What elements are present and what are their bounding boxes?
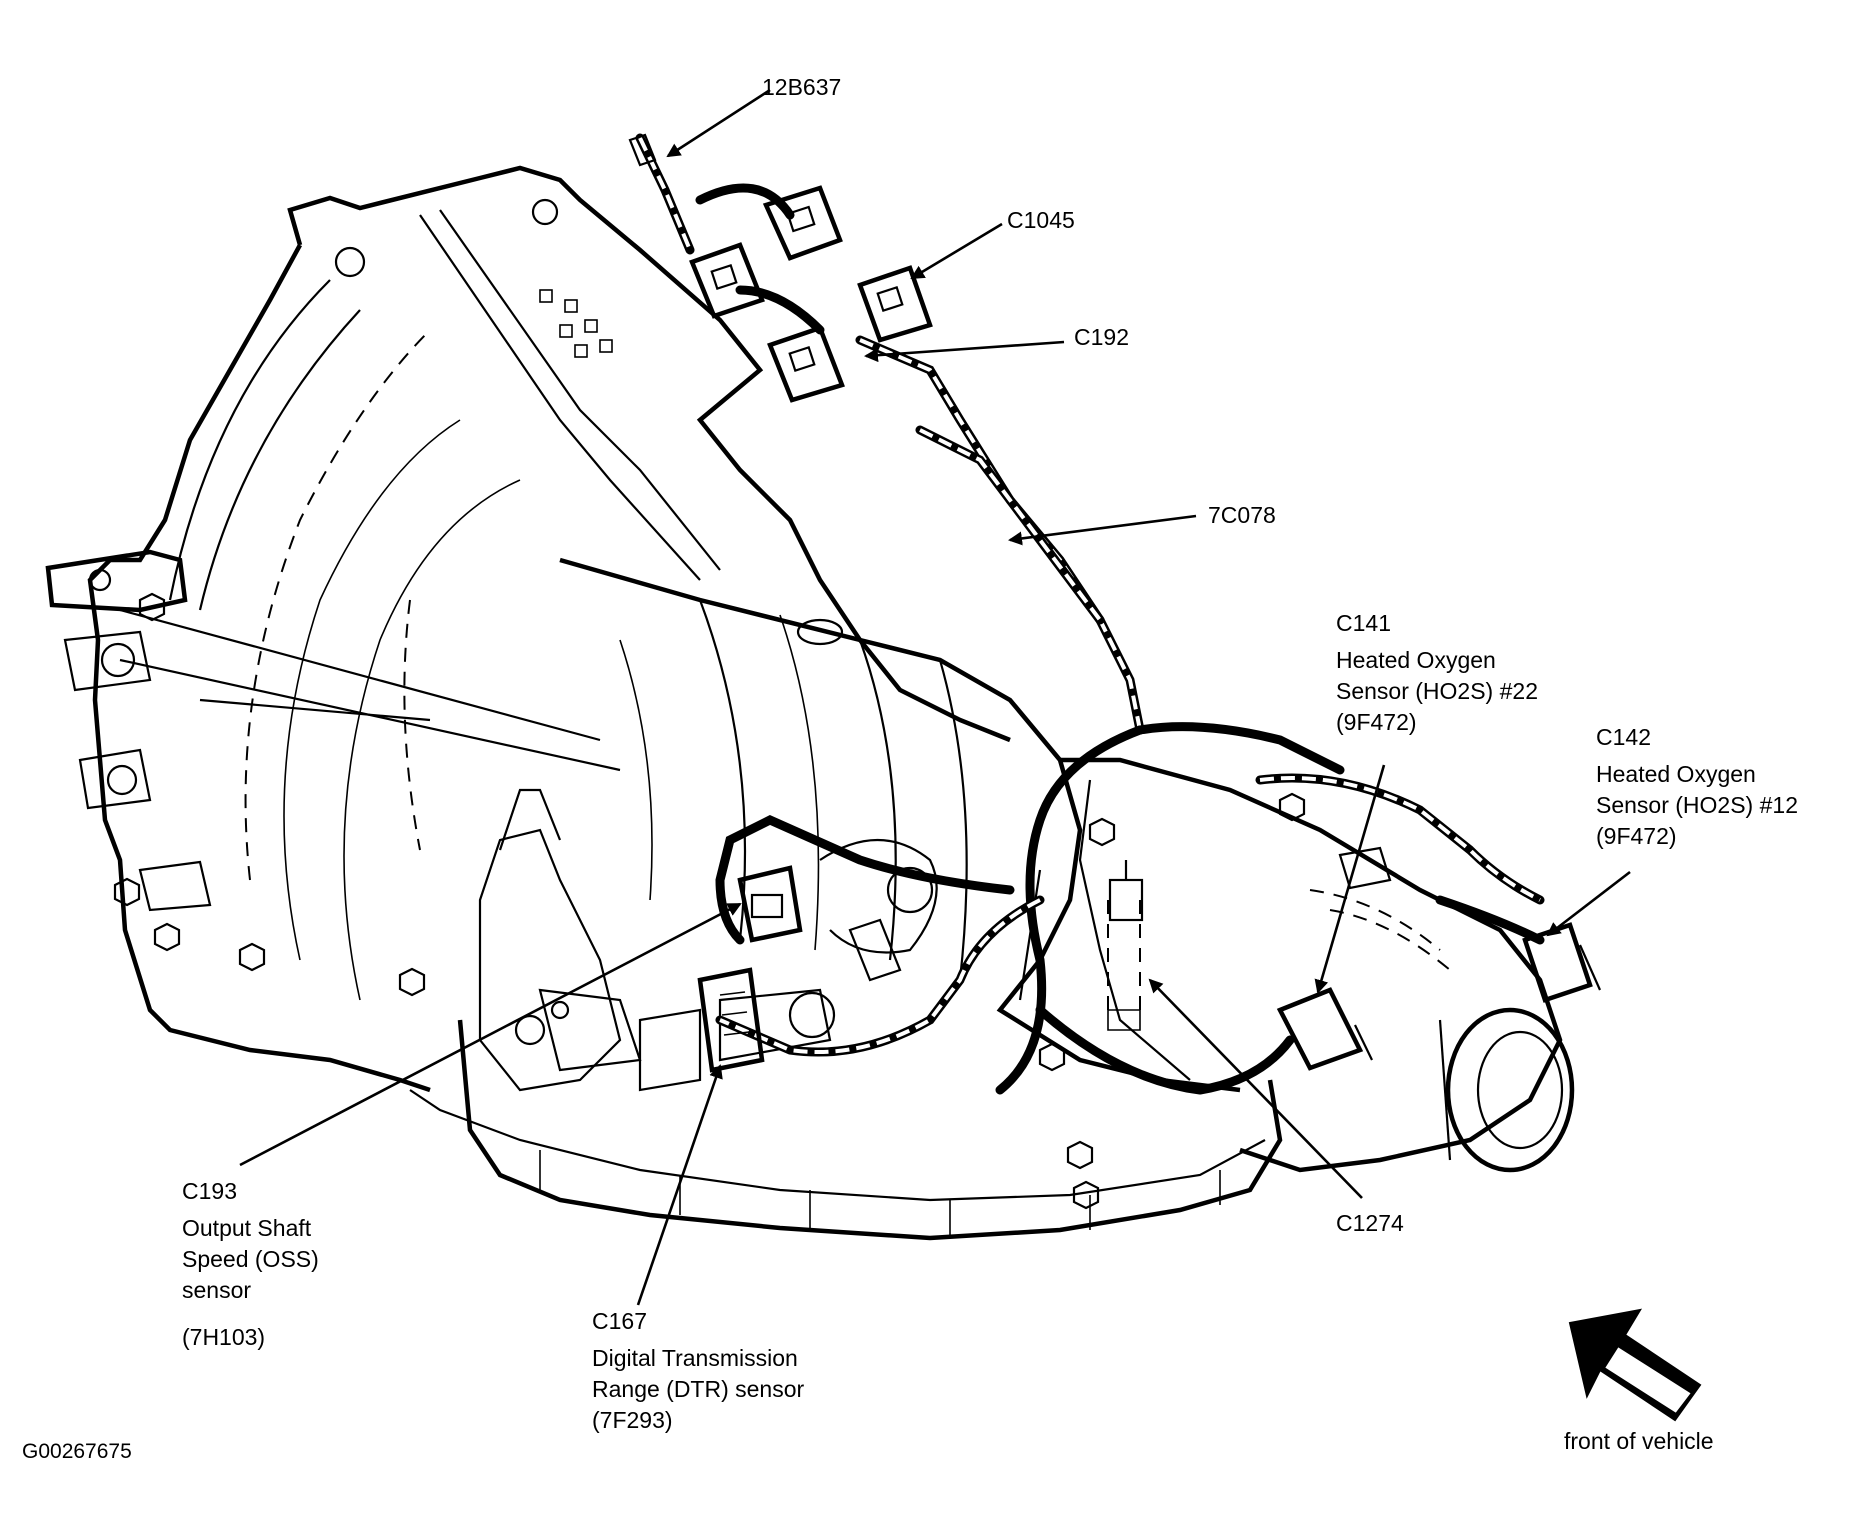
connector-c193 (737, 865, 902, 982)
connector-c192 (767, 325, 845, 403)
leader-lines (239, 88, 1631, 1306)
leader-c192 (864, 340, 1065, 363)
connector-c141 (1276, 987, 1373, 1071)
label-c1274-text: C1274 (1336, 1210, 1404, 1236)
label-c167-line2: Range (DTR) sensor (592, 1376, 805, 1402)
leader-c1274 (1148, 978, 1363, 1199)
label-12b637: 12B637 (762, 72, 841, 103)
label-c193-part: (7H103) (182, 1324, 266, 1350)
label-c193: C193 Output Shaft Speed (OSS) sensor (7H… (182, 1176, 319, 1353)
label-c1274: C1274 (1336, 1208, 1404, 1239)
connector-group-top (628, 133, 933, 403)
label-c1045-text: C1045 (1007, 207, 1075, 233)
label-c193-line3: sensor (182, 1277, 252, 1303)
label-c167-line1: Digital Transmission (592, 1345, 798, 1371)
label-c142-id: C142 (1596, 724, 1651, 750)
label-c192: C192 (1074, 322, 1129, 353)
transmission-housing (45, 165, 1575, 1241)
connector-c1045-upper (762, 185, 843, 261)
label-c142-part: (9F472) (1596, 823, 1677, 849)
label-c193-line2: Speed (OSS) (182, 1246, 319, 1272)
front-arrow-icon (1568, 1308, 1702, 1422)
leader-12b637 (666, 88, 771, 158)
leader-c167 (636, 1064, 723, 1306)
label-c141-line2: Sensor (HO2S) #22 (1336, 678, 1538, 704)
leader-7c078 (1008, 514, 1197, 546)
label-c141-id: C141 (1336, 610, 1391, 636)
label-c193-id: C193 (182, 1178, 237, 1204)
leader-c142 (1546, 870, 1631, 937)
leader-c1045 (910, 222, 1003, 280)
label-c142-line2: Sensor (HO2S) #12 (1596, 792, 1798, 818)
label-12b637-text: 12B637 (762, 74, 842, 100)
label-7c078: 7C078 (1208, 500, 1276, 531)
label-c141: C141 Heated Oxygen Sensor (HO2S) #22 (9F… (1336, 608, 1538, 738)
figure-id-text: G00267675 (22, 1440, 132, 1463)
label-c1045: C1045 (1007, 205, 1075, 236)
label-c142-line1: Heated Oxygen (1596, 761, 1756, 787)
leader-c193 (239, 902, 742, 1167)
label-c167: C167 Digital Transmission Range (DTR) se… (592, 1306, 804, 1436)
figure-id: G00267675 (22, 1436, 132, 1467)
label-c192-text: C192 (1074, 324, 1129, 350)
front-of-vehicle-text: front of vehicle (1564, 1428, 1714, 1454)
connector-c142 (1522, 922, 1602, 1003)
label-7c078-text: 7C078 (1208, 502, 1276, 528)
front-of-vehicle-label: front of vehicle (1564, 1426, 1714, 1457)
connector-c167 (697, 967, 765, 1073)
label-c193-line1: Output Shaft (182, 1215, 312, 1241)
leader-c141 (1314, 764, 1386, 994)
label-c167-part: (7F293) (592, 1407, 673, 1433)
label-c141-line1: Heated Oxygen (1336, 647, 1496, 673)
connector-left-upper (689, 242, 765, 319)
label-c142: C142 Heated Oxygen Sensor (HO2S) #12 (9F… (1596, 722, 1798, 852)
label-c167-id: C167 (592, 1308, 647, 1334)
connector-c1045-right (857, 265, 933, 343)
label-c141-part: (9F472) (1336, 709, 1417, 735)
